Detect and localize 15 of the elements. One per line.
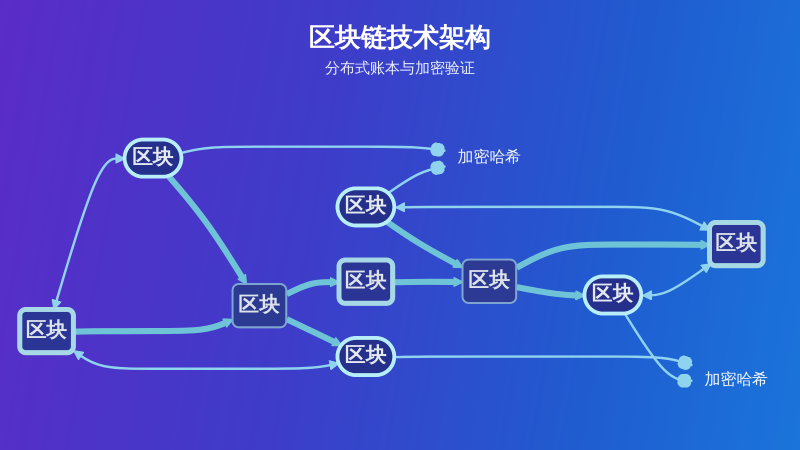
subtitle: 分布式账本与加密验证 [325,58,475,78]
title: 区块链技术架构 [309,22,491,54]
arrow [642,263,712,301]
connector [394,355,693,370]
arrow [74,318,234,335]
arrow [386,220,464,268]
arrow [166,174,248,286]
arrow [286,316,343,346]
node-text: 加密哈希 [458,148,522,167]
arrow [393,276,464,288]
connector [624,313,692,388]
connector [180,142,446,157]
node-text: 加密哈希 [704,371,768,390]
connector [387,160,446,194]
arrow [73,350,340,370]
